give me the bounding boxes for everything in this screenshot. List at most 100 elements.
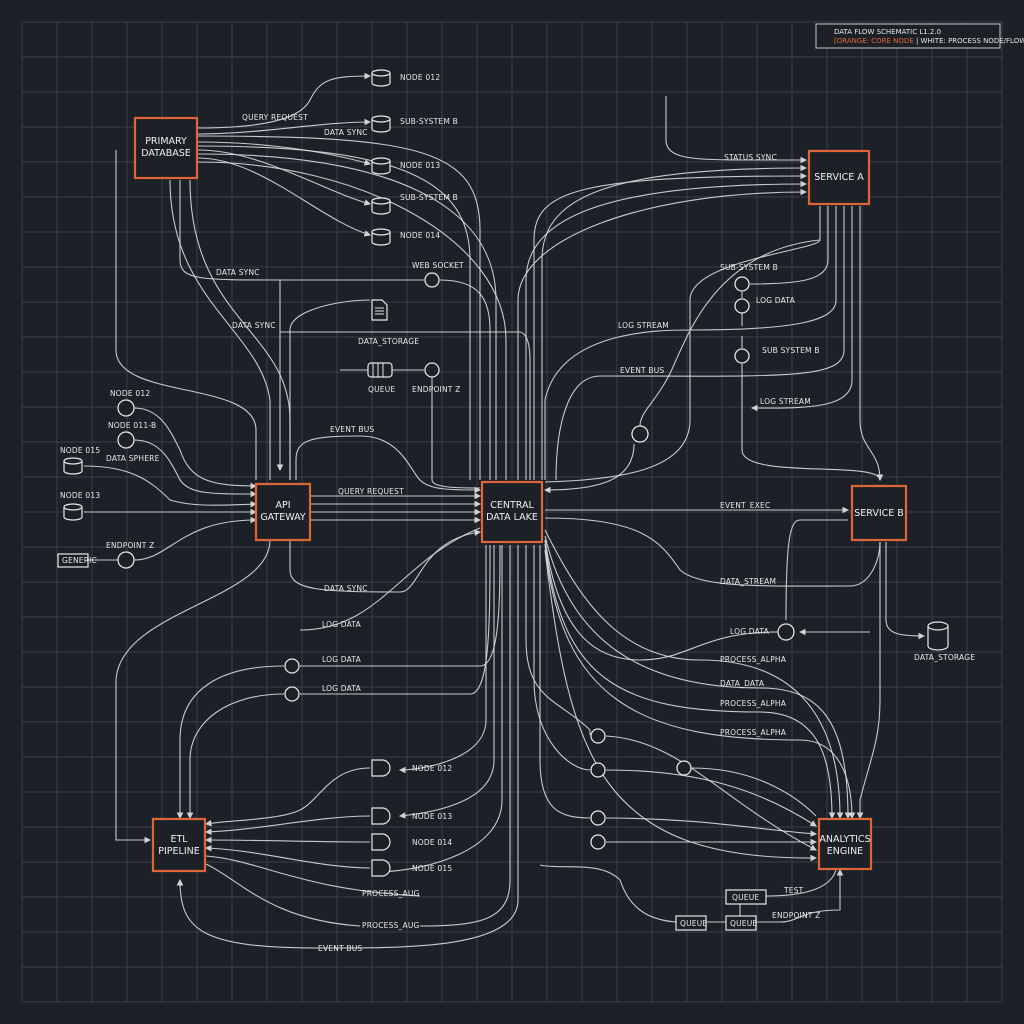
label-process-aug-2: PROCESS_AUG: [362, 921, 420, 930]
primary-database-label-1: PRIMARY: [145, 136, 187, 147]
hub-gate-3[interactable]: [676, 760, 692, 776]
service-b-label: SERVICE B: [854, 508, 904, 519]
hub-gate-2[interactable]: [590, 762, 606, 778]
api-gateway-node[interactable]: API GATEWAY: [254, 482, 312, 542]
queue-box-1[interactable]: [725, 889, 767, 905]
hub-endpoint-z-mid[interactable]: [424, 362, 440, 378]
legend-core-key: [ORANGE: CORE NODE: [834, 37, 914, 45]
analytics-engine-label-1: ANALYTICS: [819, 834, 870, 845]
label-queue-mid: QUEUE: [368, 385, 395, 394]
label-logdata-2: LOG DATA: [322, 655, 362, 664]
flow-endpoint-analytics: [756, 868, 844, 923]
database-icon[interactable]: [371, 157, 391, 175]
flow-gate-central: [543, 443, 635, 494]
database-icon[interactable]: [371, 115, 391, 133]
service-b-node[interactable]: SERVICE B: [850, 484, 908, 542]
hub-node012-left[interactable]: [117, 399, 135, 417]
central-data-lake-label-1: CENTRAL: [490, 500, 534, 511]
legend-title: DATA FLOW SCHEMATIC L1.2.0: [834, 28, 941, 36]
flow-api-datastorage: [289, 299, 371, 480]
document-icon[interactable]: [371, 299, 388, 321]
database-icon[interactable]: [927, 621, 949, 651]
label-subsystem-b-2: SUB-SYSTEM B: [400, 193, 458, 202]
flow-gate-etl-1: [204, 767, 371, 827]
analytics-engine-node[interactable]: ANALYTICS ENGINE: [817, 817, 873, 871]
flow-servicea-logstream2: [750, 206, 853, 412]
flow-api-datasync-central: [289, 529, 482, 593]
queue-box-2[interactable]: [675, 915, 707, 931]
flow-primary-node012: [197, 72, 372, 129]
generic-box[interactable]: [57, 553, 89, 568]
flow-primary-api-4: [189, 179, 291, 480]
label-endpoint-z-left: ENDPOINT Z: [106, 541, 154, 550]
flow-serviceb-storage: [885, 542, 926, 640]
gate-icon[interactable]: [371, 759, 391, 777]
label-logdata-1: LOG DATA: [322, 620, 362, 629]
label-node015-left: NODE 015: [60, 446, 100, 455]
service-a-node[interactable]: SERVICE A: [807, 149, 871, 206]
hub-logdata-1[interactable]: [284, 658, 300, 674]
hub-gate-5[interactable]: [590, 834, 606, 850]
gate-icon[interactable]: [371, 807, 391, 825]
flow-central-servicea-2: [533, 172, 808, 480]
queue-label-2: QUEUE: [680, 919, 707, 928]
label-query-request-top: QUERY REQUEST: [242, 113, 308, 122]
hub-subsystem-b-right[interactable]: [734, 276, 750, 292]
queue-label-3: QUEUE: [730, 919, 757, 928]
primary-database-node[interactable]: PRIMARY DATABASE: [133, 116, 199, 180]
queue-box-3[interactable]: [725, 915, 757, 931]
queue-label-1: QUEUE: [732, 893, 759, 902]
flow-central-servicea-3: [525, 180, 808, 480]
flow-gate-analytics-4: [605, 735, 817, 851]
hub-node011b[interactable]: [117, 431, 135, 449]
flow-gate-etl-3: [204, 836, 371, 844]
database-icon[interactable]: [371, 228, 391, 246]
label-eventbus-bottom: EVENT BUS: [318, 944, 362, 953]
flow-logdata-etl-2: [186, 693, 285, 820]
core-nodes: PRIMARY DATABASE API GATEWAY CENTRAL DAT…: [133, 116, 908, 873]
flow-central-node012: [398, 545, 487, 774]
hub-endpoint-z-left[interactable]: [117, 551, 135, 569]
central-data-lake-node[interactable]: CENTRAL DATA LAKE: [480, 480, 544, 544]
hub-gate-1[interactable]: [590, 728, 606, 744]
database-icon[interactable]: [371, 197, 391, 215]
gate-icon[interactable]: [371, 833, 391, 851]
flow-servicea-central: [544, 206, 821, 483]
api-gateway-label-1: API: [275, 500, 290, 511]
hub-logdata-right[interactable]: [734, 298, 750, 314]
flow-circle-analytics: [691, 767, 817, 817]
hub-gate-4[interactable]: [590, 810, 606, 826]
label-datastorage-right: DATA_STORAGE: [914, 653, 975, 662]
flow-central-analytics-4: [544, 543, 856, 820]
label-process-alpha-3: PROCESS_ALPHA: [720, 728, 787, 737]
hub-logdata-2[interactable]: [284, 686, 300, 702]
label-node014-top: NODE 014: [400, 231, 440, 240]
flow-lines: [83, 72, 926, 949]
service-a-label: SERVICE A: [814, 172, 864, 183]
label-datasync-mid: DATA SYNC: [216, 268, 260, 277]
flow-central-analytics-5: [544, 549, 818, 862]
flow-primary-central-2: [197, 145, 471, 480]
label-eventbus-mid: EVENT BUS: [330, 425, 374, 434]
flow-central-gate-1: [525, 545, 591, 735]
queue-icon[interactable]: [367, 362, 393, 378]
label-process-alpha-1: PROCESS_ALPHA: [720, 655, 787, 664]
hub-subsystem-b-right2[interactable]: [734, 348, 750, 364]
flow-primary-central-1: [197, 135, 481, 480]
etl-pipeline-node[interactable]: ETL PIPELINE: [151, 817, 207, 873]
etl-pipeline-label-2: PIPELINE: [158, 846, 199, 857]
flow-primary-node014: [197, 157, 372, 237]
hub-logdata-right2[interactable]: [777, 623, 795, 641]
label-logdata-3: LOG DATA: [322, 684, 362, 693]
hub-gate-right[interactable]: [631, 425, 649, 443]
label-event-exec: EVENT_EXEC: [720, 501, 770, 510]
database-icon[interactable]: [371, 69, 391, 87]
database-icon[interactable]: [63, 503, 83, 521]
generic-label: GENERIC: [62, 556, 97, 565]
database-icon[interactable]: [63, 457, 83, 475]
flow-gate-analytics-2: [605, 817, 818, 837]
gate-icon[interactable]: [371, 859, 391, 877]
hub-websocket[interactable]: [424, 272, 440, 288]
flow-node011b-api: [133, 439, 258, 498]
